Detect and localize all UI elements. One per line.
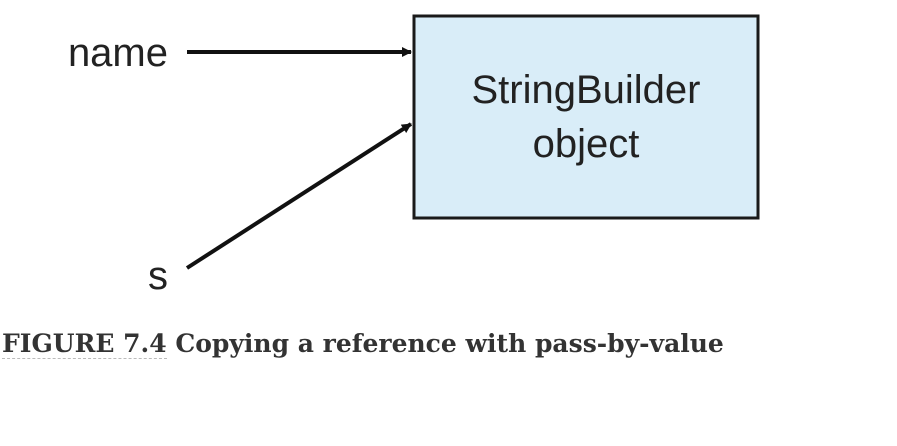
arrow-s-to-object xyxy=(185,122,413,270)
object-label-line1: StringBuilder xyxy=(471,68,700,112)
stringbuilder-object-box xyxy=(412,14,760,220)
reference-diagram: StringBuilder object name s xyxy=(68,14,760,298)
figure-number: FIGURE 7.4 xyxy=(2,329,167,359)
variable-label-name: name xyxy=(68,31,168,75)
variable-label-s: s xyxy=(148,254,168,298)
figure-caption-text: Copying a reference with pass-by-value xyxy=(175,329,724,358)
object-label-line2: object xyxy=(533,122,640,166)
figure-caption: FIGURE 7.4 Copying a reference with pass… xyxy=(2,326,724,362)
